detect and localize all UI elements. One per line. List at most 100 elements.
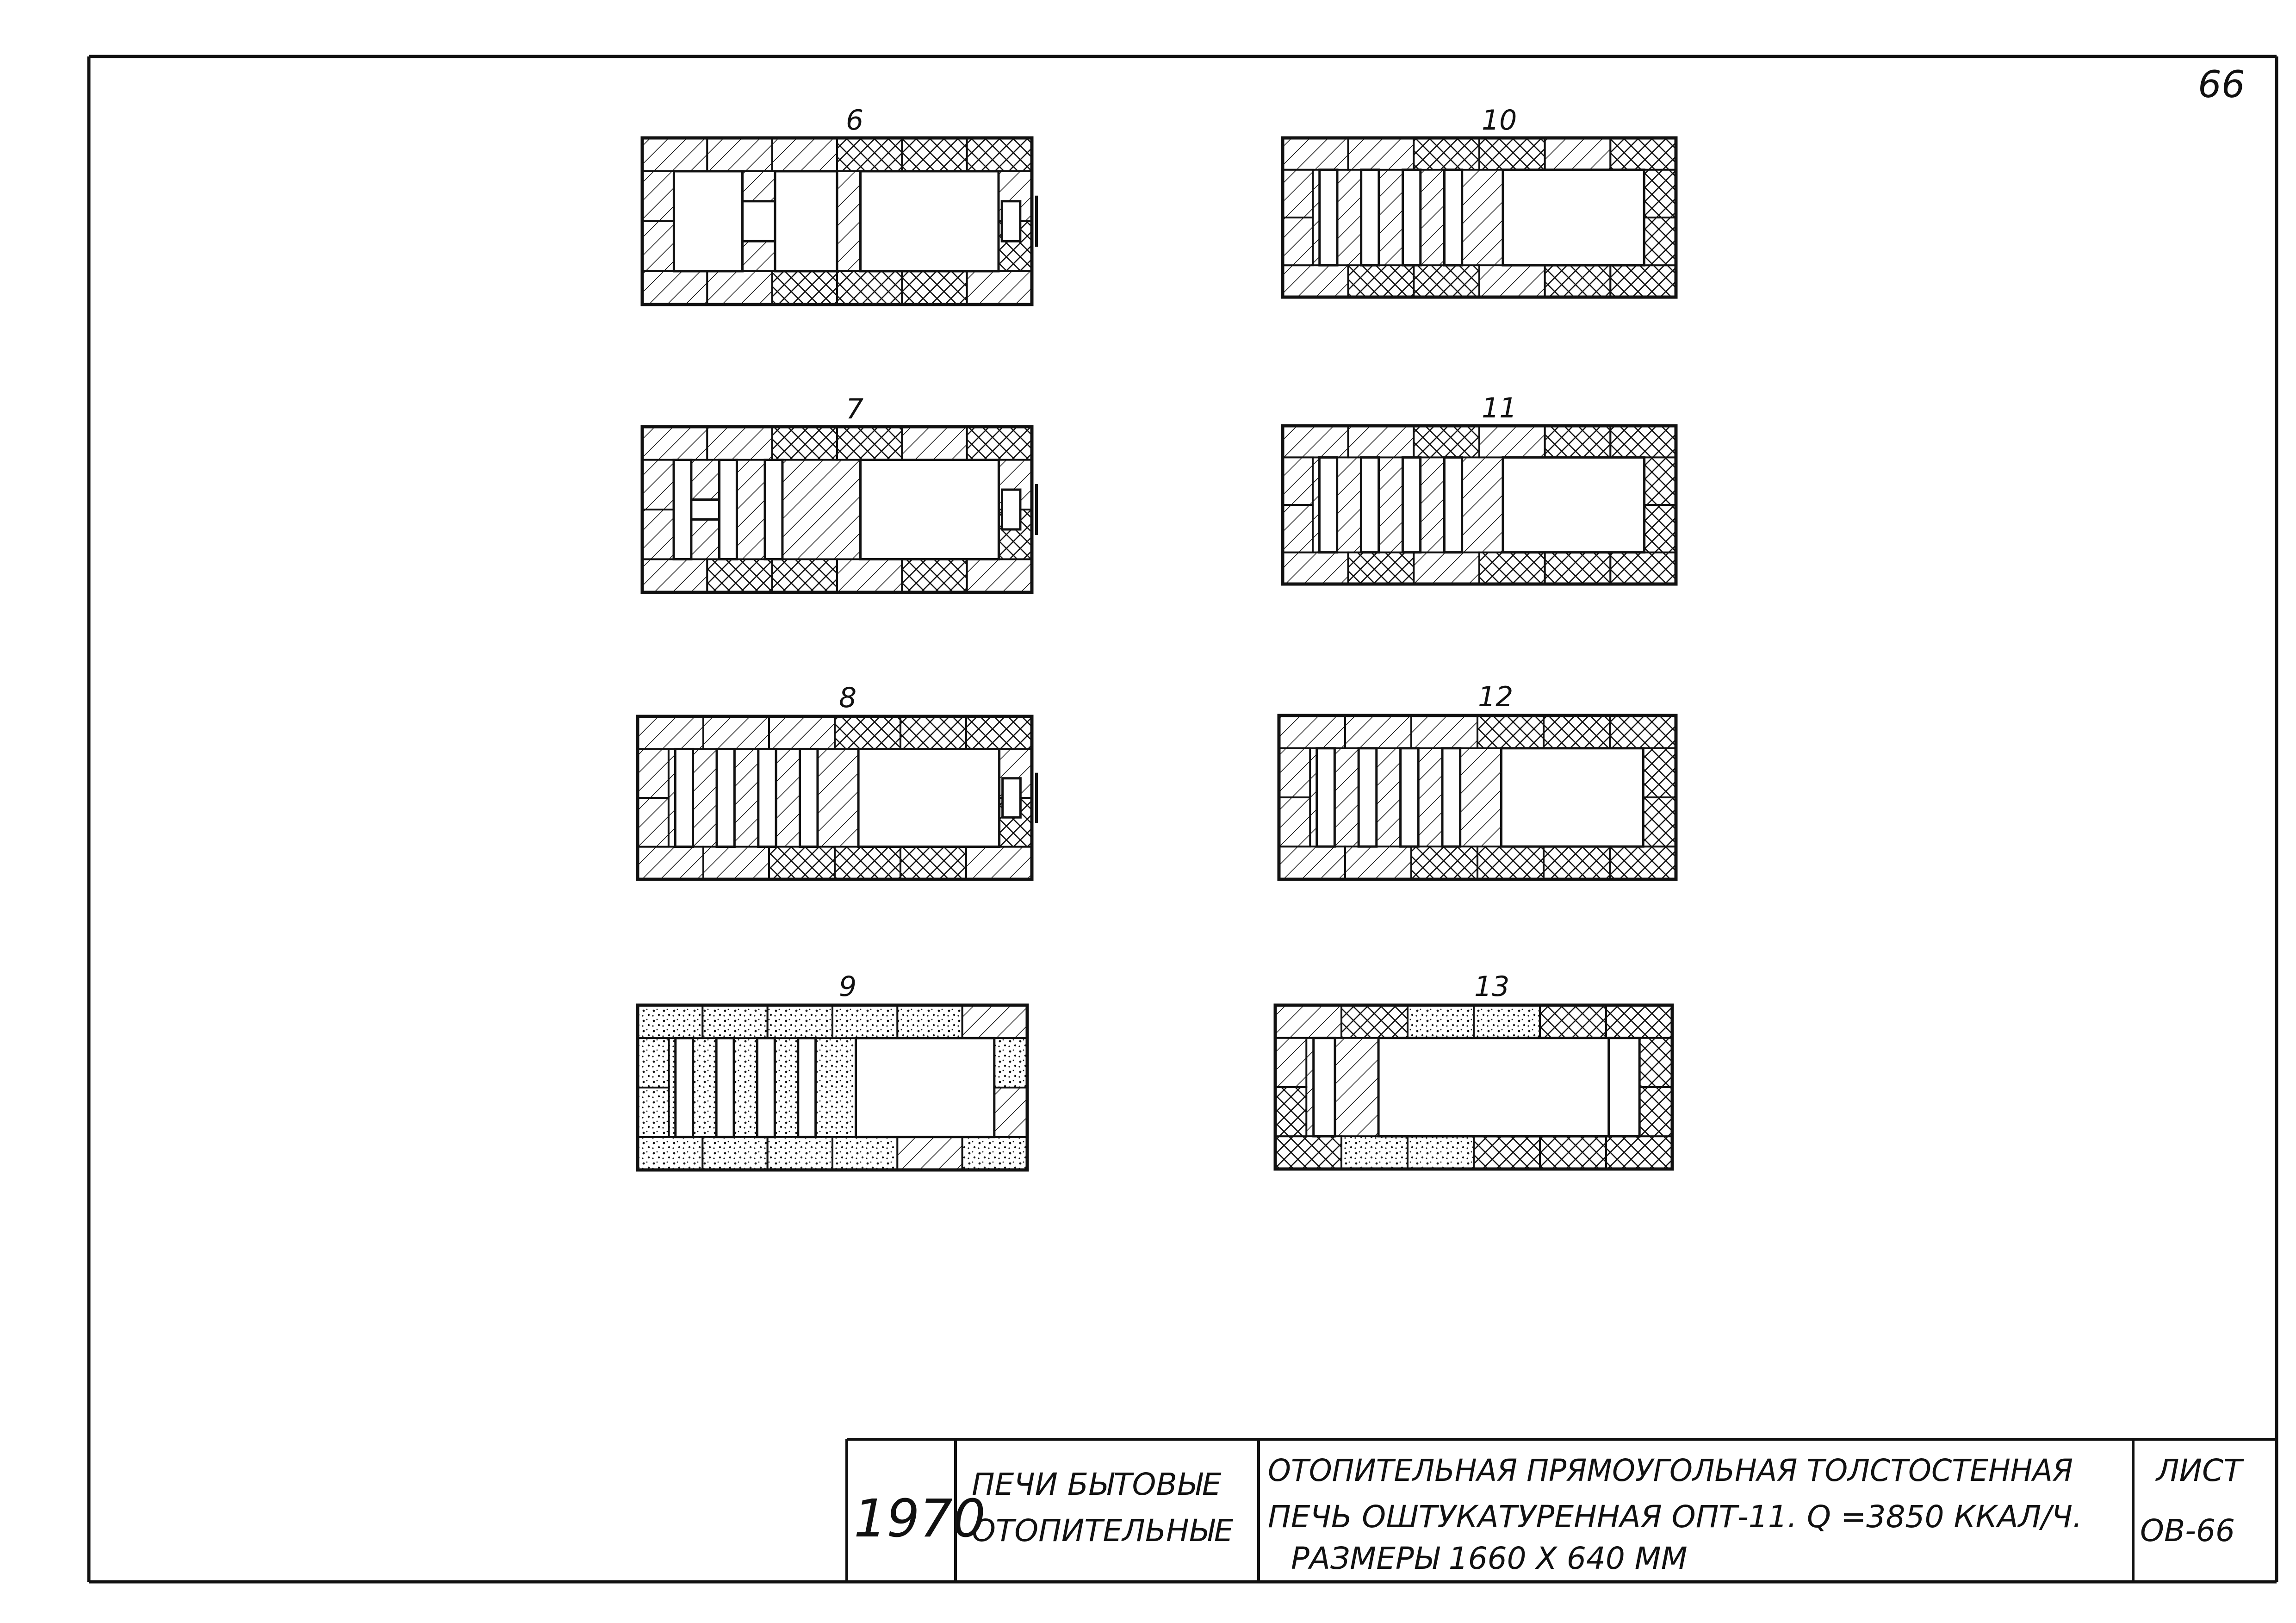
brick-top xyxy=(966,137,1033,172)
smoke-channel xyxy=(1316,747,1336,848)
brick-bottom xyxy=(766,1136,833,1171)
brick-top xyxy=(1347,425,1415,459)
brick-top xyxy=(706,137,773,172)
brick-bottom xyxy=(1347,264,1415,298)
title-block-category-line2: ОТОПИТЕЛЬНЫЕ xyxy=(972,1513,1234,1548)
course-7: 7 xyxy=(640,393,1038,594)
smoke-channel xyxy=(1399,747,1420,848)
smoke-chamber xyxy=(672,170,744,273)
smoke-channel xyxy=(1312,1037,1336,1138)
brick-top xyxy=(1407,1004,1475,1039)
brick-top xyxy=(1544,425,1612,459)
course-13: 13 xyxy=(1273,970,1674,1171)
brick-bottom xyxy=(1609,846,1677,880)
smoke-channel xyxy=(1443,168,1464,267)
smoke-passage xyxy=(690,498,721,521)
brick-bottom xyxy=(1278,846,1346,880)
brick-top xyxy=(1477,715,1545,749)
smoke-channel xyxy=(799,747,819,848)
brick-top xyxy=(966,426,1033,461)
brick-bottom xyxy=(1282,264,1349,298)
brick-bottom xyxy=(836,558,903,594)
brick-bottom xyxy=(1282,551,1349,585)
brick-bottom xyxy=(1407,1135,1475,1170)
firebox-chamber xyxy=(1502,168,1645,267)
brick-bottom xyxy=(641,558,708,594)
brick-bottom xyxy=(900,846,967,880)
brick-bottom xyxy=(771,558,838,594)
smoke-channel xyxy=(1402,168,1422,267)
smoke-channel xyxy=(715,1037,735,1138)
brick-bottom xyxy=(637,1136,704,1171)
brick-top xyxy=(1278,715,1346,749)
fire-door xyxy=(1001,488,1022,531)
brick-top xyxy=(771,426,838,461)
brick-bottom xyxy=(1413,551,1480,585)
course-outline xyxy=(1281,136,1678,299)
brick-left xyxy=(1282,217,1314,267)
smoke-channel xyxy=(674,1037,695,1138)
brick-top xyxy=(1344,715,1412,749)
brick-right xyxy=(1642,796,1677,848)
title-block-description-line1: ОТОПИТЕЛЬНАЯ ПРЯМОУГОЛЬНАЯ ТОЛСТОСТЕННАЯ xyxy=(1268,1453,2073,1488)
smoke-channel xyxy=(1359,456,1380,554)
brick-bottom xyxy=(701,1136,769,1171)
brick-top xyxy=(641,137,708,172)
brick-top xyxy=(1544,137,1612,171)
course-number-label: 12 xyxy=(1478,681,1513,713)
brick-top xyxy=(836,426,903,461)
brick-top xyxy=(961,1004,1029,1039)
brick-top xyxy=(1413,425,1480,459)
brick-top xyxy=(701,1004,769,1039)
brick-bottom xyxy=(1609,264,1677,298)
brick-bottom xyxy=(1478,264,1546,298)
course-outline xyxy=(636,715,1034,881)
brick-bottom xyxy=(1543,846,1611,880)
brick-top xyxy=(900,715,967,750)
course-number-label: 13 xyxy=(1474,970,1509,1003)
brick-top xyxy=(832,1004,899,1039)
brick-bottom xyxy=(1605,1135,1673,1170)
brick-top xyxy=(896,1004,963,1039)
brick-bottom xyxy=(771,270,838,305)
course-number-label: 10 xyxy=(1482,104,1517,137)
brick-right xyxy=(1643,456,1677,506)
sheet-frame xyxy=(87,55,2278,1584)
brick-bottom xyxy=(1340,1135,1409,1170)
firebox-chamber xyxy=(857,747,1001,848)
fire-door xyxy=(1000,200,1022,243)
brick-left xyxy=(1278,747,1311,799)
brick-left xyxy=(641,509,675,560)
brick-bottom xyxy=(896,1136,963,1171)
brick-bottom xyxy=(1609,551,1677,585)
brick-right xyxy=(1643,504,1677,553)
title-block-description-line3: РАЗМЕРЫ 1660 Х 640 ММ xyxy=(1291,1541,1688,1576)
title-block-description-line2: ПЕЧЬ ОШТУКАТУРЕННАЯ ОПТ-11. Q =3850 ККАЛ… xyxy=(1268,1499,2082,1535)
brick-bottom xyxy=(1413,264,1480,298)
brick-bottom xyxy=(1544,264,1612,298)
brick-bottom xyxy=(702,846,770,880)
smoke-channel xyxy=(757,747,777,848)
brick-bottom xyxy=(832,1136,899,1171)
course-10: 10 xyxy=(1281,104,1678,299)
brick-top xyxy=(1478,137,1546,171)
course-number-label: 11 xyxy=(1482,392,1517,424)
brick-top xyxy=(1282,425,1349,459)
brick-right xyxy=(1638,1086,1673,1138)
brick-right xyxy=(1643,217,1677,267)
brick-top xyxy=(771,137,838,172)
brick-top xyxy=(1347,137,1415,171)
smoke-channel xyxy=(1443,456,1464,554)
brick-left xyxy=(641,170,675,222)
brick-top xyxy=(836,137,903,172)
brick-top xyxy=(1413,137,1480,171)
course-12: 12 xyxy=(1277,681,1678,881)
brick-bottom xyxy=(965,846,1033,880)
brick-right xyxy=(1643,168,1677,218)
smoke-channel xyxy=(756,1037,776,1138)
brick-top xyxy=(901,426,968,461)
brick-left xyxy=(1282,456,1314,506)
brick-bottom xyxy=(966,270,1033,305)
brick-top xyxy=(702,715,770,750)
